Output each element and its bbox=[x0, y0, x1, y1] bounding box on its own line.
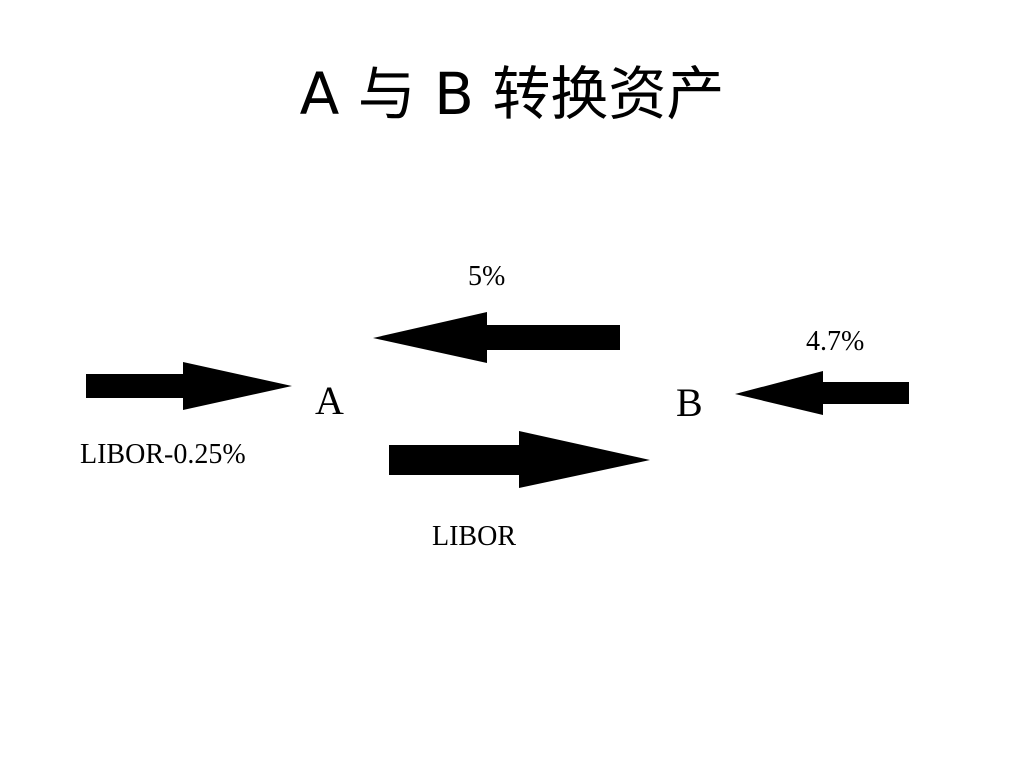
arrow-4.7pct-into-b bbox=[735, 371, 909, 415]
flow-label-4.7pct: 4.7% bbox=[806, 326, 865, 357]
node-a-label: A bbox=[315, 378, 344, 423]
arrow-libor-minus-into-a bbox=[86, 362, 292, 410]
flow-label-libor: LIBOR bbox=[432, 521, 516, 552]
node-b-label: B bbox=[676, 380, 703, 425]
slide-title: A 与 B 转换资产 bbox=[299, 60, 725, 128]
flow-label-5pct: 5% bbox=[468, 261, 506, 292]
arrow-libor-a-to-b bbox=[389, 431, 650, 488]
flow-label-libor-minus: LIBOR-0.25% bbox=[80, 439, 246, 470]
arrow-5pct-b-to-a bbox=[373, 312, 620, 363]
